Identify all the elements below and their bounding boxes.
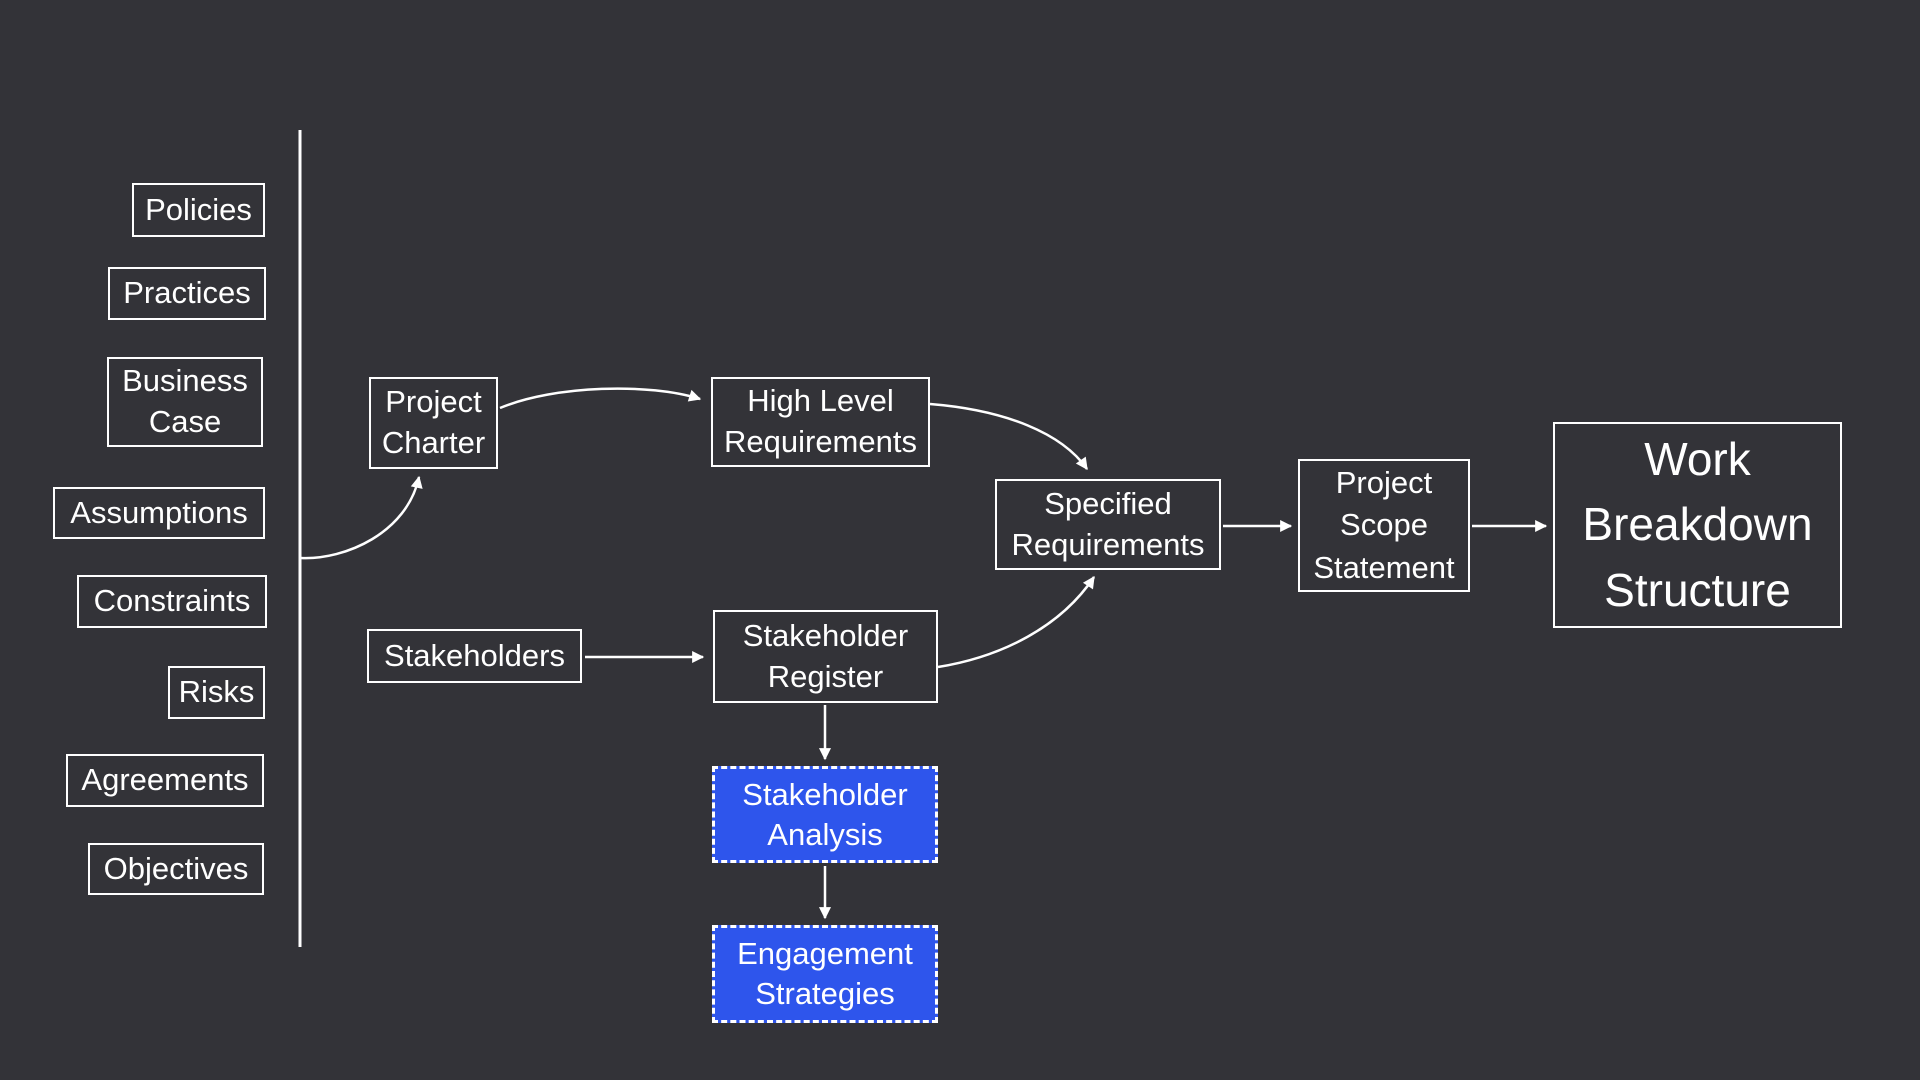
node-high-level-requirements: High Level Requirements [711,377,930,467]
input-box-agreements: Agreements [66,754,264,807]
node-stakeholder-analysis: Stakeholder Analysis [712,766,938,863]
node-project-charter: Project Charter [369,377,498,469]
input-box-objectives: Objectives [88,843,264,895]
input-box-risks: Risks [168,666,265,719]
input-box-business-case: Business Case [107,357,263,447]
arrow-project-charter-to-high-level-requirements [499,387,702,410]
input-box-constraints: Constraints [77,575,267,628]
node-specified-requirements: Specified Requirements [995,479,1221,570]
node-work-breakdown-structure: Work Breakdown Structure [1553,422,1842,628]
input-box-practices: Practices [108,267,266,320]
input-box-policies: Policies [132,183,265,237]
node-stakeholders: Stakeholders [367,629,582,683]
node-engagement-strategies: Engagement Strategies [712,925,938,1023]
input-box-assumptions: Assumptions [53,487,265,539]
node-stakeholder-register: Stakeholder Register [713,610,938,703]
arrow-high-level-requirements-to-specified-requirements [929,402,1089,470]
node-project-scope-statement: Project Scope Statement [1298,459,1470,592]
arrow-inputs-to-project-charter [300,475,423,560]
arrow-stakeholder-register-to-specified-requirements [937,575,1096,669]
